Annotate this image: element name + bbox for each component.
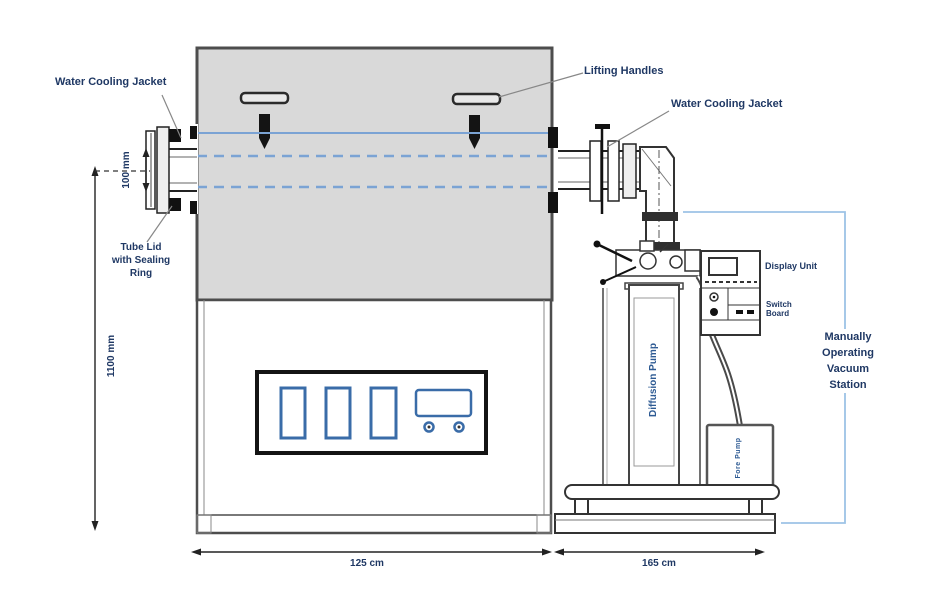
leader-lifting-handles bbox=[498, 72, 584, 98]
switch-button bbox=[710, 308, 718, 316]
label-dim-165cm: 165 cm bbox=[642, 558, 676, 569]
label-dim-100mm: 100 mm bbox=[121, 151, 132, 189]
label-switch-board-line1: Switch bbox=[766, 300, 792, 309]
diffusion-pump bbox=[624, 282, 684, 491]
valve-lever-2 bbox=[604, 266, 637, 282]
display-unit-screen bbox=[708, 257, 738, 276]
label-vacuum-station-line2: Operating bbox=[822, 347, 874, 359]
handle-peg-left bbox=[259, 114, 270, 149]
elbow-pipe bbox=[639, 146, 675, 251]
lifting-handle-right bbox=[451, 92, 502, 106]
panel-window-3 bbox=[369, 386, 398, 440]
label-vacuum-station: Manually Operating Vacuum Station bbox=[806, 329, 890, 393]
valve-lever-1 bbox=[598, 243, 633, 263]
label-dim-1100mm: 1100 mm bbox=[106, 334, 117, 378]
leader-lines bbox=[146, 72, 670, 243]
pipe-bottom-flange bbox=[640, 242, 680, 250]
dimension-lines bbox=[91, 148, 765, 556]
furnace-body bbox=[195, 46, 554, 302]
panel-display bbox=[414, 388, 473, 418]
tube-lid-plate bbox=[156, 126, 170, 214]
diffusion-pump-label-panel bbox=[633, 297, 675, 467]
cooling-jacket-flange-1 bbox=[589, 140, 602, 202]
cooling-jacket-flange-2 bbox=[607, 140, 620, 202]
station-platform bbox=[564, 484, 780, 500]
panel-window-1 bbox=[279, 386, 307, 440]
label-display-unit: Display Unit bbox=[765, 261, 818, 271]
label-tube-lid-line1: Tube Lid bbox=[120, 242, 162, 253]
leader-wcj-right bbox=[606, 110, 670, 148]
label-switch-board: Switch Board bbox=[766, 300, 792, 318]
label-tube-lid-line2: with Sealing bbox=[111, 255, 171, 266]
leader-wcj-left bbox=[161, 94, 182, 139]
left-flange-assembly bbox=[145, 124, 198, 214]
pipe-collar bbox=[642, 212, 678, 221]
furnace-box bbox=[195, 46, 554, 302]
station-base-slab bbox=[554, 513, 776, 534]
label-water-cooling-jacket-right: Water Cooling Jacket bbox=[671, 98, 783, 110]
station-base bbox=[554, 484, 780, 534]
leader-tube-lid bbox=[146, 205, 173, 243]
label-switch-board-line2: Board bbox=[766, 309, 790, 318]
switch-knob bbox=[709, 292, 719, 302]
label-water-cooling-jacket-left: Water Cooling Jacket bbox=[55, 76, 167, 88]
vacuum-station bbox=[554, 240, 780, 534]
label-dim-125cm: 125 cm bbox=[350, 558, 384, 569]
control-panel bbox=[255, 370, 488, 455]
label-vacuum-station-line4: Station bbox=[829, 379, 867, 391]
label-fore-pump: Fore Pump bbox=[735, 437, 742, 479]
label-lifting-handles: Lifting Handles bbox=[584, 65, 664, 77]
right-flange-assembly bbox=[548, 124, 680, 252]
label-tube-lid-line3: Ring bbox=[129, 268, 153, 279]
furnace-cabinet bbox=[195, 298, 553, 535]
label-diffusion-pump: Diffusion Pump bbox=[648, 343, 659, 417]
panel-window-2 bbox=[324, 386, 352, 440]
switch-board-panel bbox=[700, 250, 761, 336]
label-vacuum-station-line3: Vacuum bbox=[826, 363, 870, 375]
panel-knob-2 bbox=[453, 421, 465, 433]
label-vacuum-station-line1: Manually bbox=[824, 331, 872, 343]
lifting-handle-left bbox=[239, 91, 290, 105]
valve-assembly bbox=[593, 240, 701, 285]
label-tube-lid: Tube Lid with Sealing Ring bbox=[103, 241, 179, 280]
panel-knob-1 bbox=[423, 421, 435, 433]
